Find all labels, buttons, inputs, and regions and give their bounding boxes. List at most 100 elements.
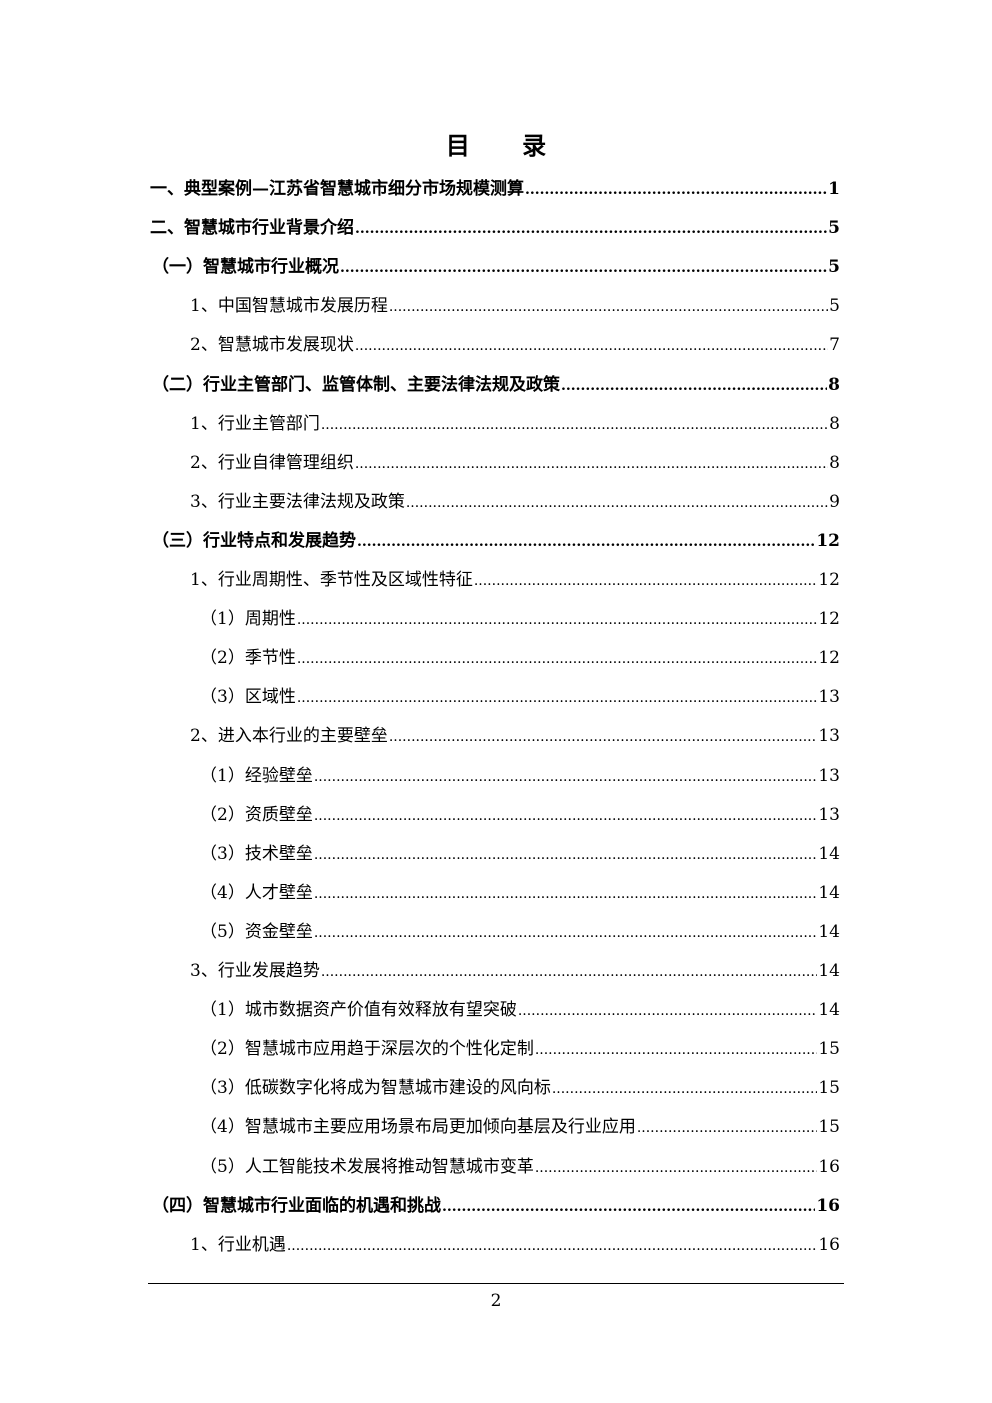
toc-entry[interactable]: （5）资金壁垒.................................… [200,917,840,943]
toc-entry-page: 13 [818,765,840,786]
toc-entry-label: 1、中国智慧城市发展历程 [190,296,388,317]
toc-entry-label: （3）低碳数字化将成为智慧城市建设的风向标 [200,1078,551,1099]
toc-entry[interactable]: （1）周期性..................................… [200,604,840,630]
toc-entry-label: 3、行业发展趋势 [190,961,320,981]
toc-entry-page: 13 [818,726,840,747]
toc-dot-leader: ........................................… [340,260,828,277]
toc-entry[interactable]: （2）智慧城市应用趋于深层次的个性化定制....................… [200,1034,840,1060]
toc-dot-leader: ........................................… [636,1120,818,1137]
toc-entry[interactable]: 2、智慧城市发展现状..............................… [190,330,840,356]
toc-entry[interactable]: （四）智慧城市行业面临的机遇和挑战.......................… [152,1191,840,1217]
toc-entry-label: 1、行业机遇 [190,1234,286,1255]
toc-entry-label: 1、行业主管部门 [190,413,320,434]
toc-entry-page: 5 [828,218,840,239]
toc-entry[interactable]: （1）城市数据资产价值有效释放有望突破.....................… [200,995,840,1021]
toc-dot-leader: ........................................… [354,338,828,355]
toc-dot-leader: ........................................… [388,729,818,746]
toc-entry[interactable]: （1）经验壁垒.................................… [200,761,840,787]
toc-entry-label: （一）智慧城市行业概况 [152,257,339,278]
toc-entry-page: 14 [818,1000,840,1021]
toc-entry-page: 9 [829,491,840,512]
toc-entry-label: （1）城市数据资产价值有效释放有望突破 [200,1000,517,1021]
toc-entry-page: 1 [828,179,840,199]
toc-entry-label: 二、智慧城市行业背景介绍 [150,218,354,239]
toc-entry[interactable]: 1、行业机遇..................................… [190,1230,840,1256]
toc-entry-label: （1）周期性 [200,609,296,630]
toc-entry[interactable]: 1、行业周期性、季节性及区域性特征.......................… [190,565,840,591]
toc-entry-label: （四）智慧城市行业面临的机遇和挑战 [152,1195,441,1216]
toc-entry-label: （3）技术壁垒 [200,843,313,864]
toc-entry-page: 12 [818,570,840,590]
toc-dot-leader: ........................................… [388,299,829,316]
toc-entry-page: 15 [818,1039,840,1060]
toc-dot-leader: ........................................… [534,1042,818,1059]
toc-entry[interactable]: （5）人工智能技术发展将推动智慧城市变革....................… [200,1152,840,1178]
toc-entry-label: （4）智慧城市主要应用场景布局更加倾向基层及行业应用 [200,1117,636,1138]
toc-entry-page: 14 [818,961,840,981]
toc-entry[interactable]: （3）低碳数字化将成为智慧城市建设的风向标...................… [200,1073,840,1099]
toc-entry-page: 14 [818,843,840,864]
footer-divider [148,1283,844,1284]
toc-entry[interactable]: 1、中国智慧城市发展历程............................… [190,291,840,317]
toc-entry-page: 8 [829,452,840,473]
toc-entry[interactable]: （4）智慧城市主要应用场景布局更加倾向基层及行业应用..............… [200,1112,840,1138]
toc-entry[interactable]: （3）区域性..................................… [200,682,840,708]
toc-entry-label: （2）资质壁垒 [200,804,313,825]
toc-entry-page: 14 [818,882,840,903]
toc-dot-leader: ........................................… [320,416,829,433]
toc-entry[interactable]: 3、行业主要法律法规及政策...........................… [190,487,840,513]
toc-entry-page: 16 [816,1195,840,1216]
toc-dot-leader: ........................................… [357,533,816,550]
toc-entry-page: 16 [818,1156,840,1177]
toc-dot-leader: ........................................… [473,573,818,589]
toc-dot-leader: ........................................… [313,846,818,863]
toc-dot-leader: ........................................… [551,1081,818,1098]
toc-entry-page: 14 [818,921,840,942]
toc-entry[interactable]: 一、典型案例—江苏省智慧城市细分市场规模测算..................… [150,174,840,200]
toc-entry[interactable]: （一）智慧城市行业概况.............................… [152,252,840,278]
toc-entry-page: 16 [818,1234,840,1255]
toc-entry[interactable]: （4）人才壁垒.................................… [200,878,840,904]
toc-entry[interactable]: （2）季节性..................................… [200,643,840,669]
toc-entry-page: 13 [818,687,840,708]
toc-entry-label: （2）智慧城市应用趋于深层次的个性化定制 [200,1039,534,1060]
toc-dot-leader: ........................................… [561,377,827,394]
toc-entry-page: 15 [818,1078,840,1099]
page-number: 2 [490,1291,502,1311]
toc-entry-label: 2、智慧城市发展现状 [190,335,354,356]
toc-entry-label: 2、进入本行业的主要壁垒 [190,726,388,747]
toc-entry[interactable]: （2）资质壁垒.................................… [200,800,840,826]
toc-dot-leader: ........................................… [405,494,829,511]
toc-entry-page: 5 [829,296,840,317]
toc-entry-page: 12 [818,609,840,630]
toc-entry-label: 3、行业主要法律法规及政策 [190,491,405,512]
toc-entry[interactable]: （二）行业主管部门、监管体制、主要法律法规及政策................… [152,370,840,396]
toc-entry-label: （三）行业特点和发展趋势 [152,530,356,551]
toc-entry-page: 8 [828,374,840,395]
toc-dot-leader: ........................................… [320,964,818,980]
toc-entry[interactable]: 2、行业自律管理组织..............................… [190,448,840,474]
toc-entry[interactable]: 二、智慧城市行业背景介绍............................… [150,213,840,239]
toc-entry-page: 5 [828,257,840,278]
toc-dot-leader: ........................................… [296,612,818,629]
toc-entry[interactable]: （3）技术壁垒.................................… [200,839,840,865]
toc-entry-label: （5）资金壁垒 [200,921,313,942]
toc-dot-leader: ........................................… [313,924,818,941]
toc-entry[interactable]: 3、行业发展趋势................................… [190,956,840,982]
toc-dot-leader: ........................................… [517,1003,818,1020]
toc-entry-label: （4）人才壁垒 [200,882,313,903]
toc-entry[interactable]: 2、进入本行业的主要壁垒............................… [190,721,840,747]
toc-dot-leader: ........................................… [296,690,818,707]
toc-entry-label: （1）经验壁垒 [200,765,313,786]
toc-entry-label: 1、行业周期性、季节性及区域性特征 [190,570,473,590]
toc-entry[interactable]: （三）行业特点和发展趋势............................… [152,526,840,552]
toc-entry-page: 8 [829,413,840,434]
toc-dot-leader: ........................................… [286,1237,818,1254]
toc-entry-page: 13 [818,804,840,825]
toc-entry-label: （2）季节性 [200,648,296,669]
toc-entry-label: 2、行业自律管理组织 [190,452,354,473]
page-title: 目 录 [445,131,569,160]
toc-entry-label: 一、典型案例—江苏省智慧城市细分市场规模测算 [150,179,524,199]
toc-entry[interactable]: 1、行业主管部门................................… [190,409,840,435]
toc-entry-label: （二）行业主管部门、监管体制、主要法律法规及政策 [152,374,560,395]
